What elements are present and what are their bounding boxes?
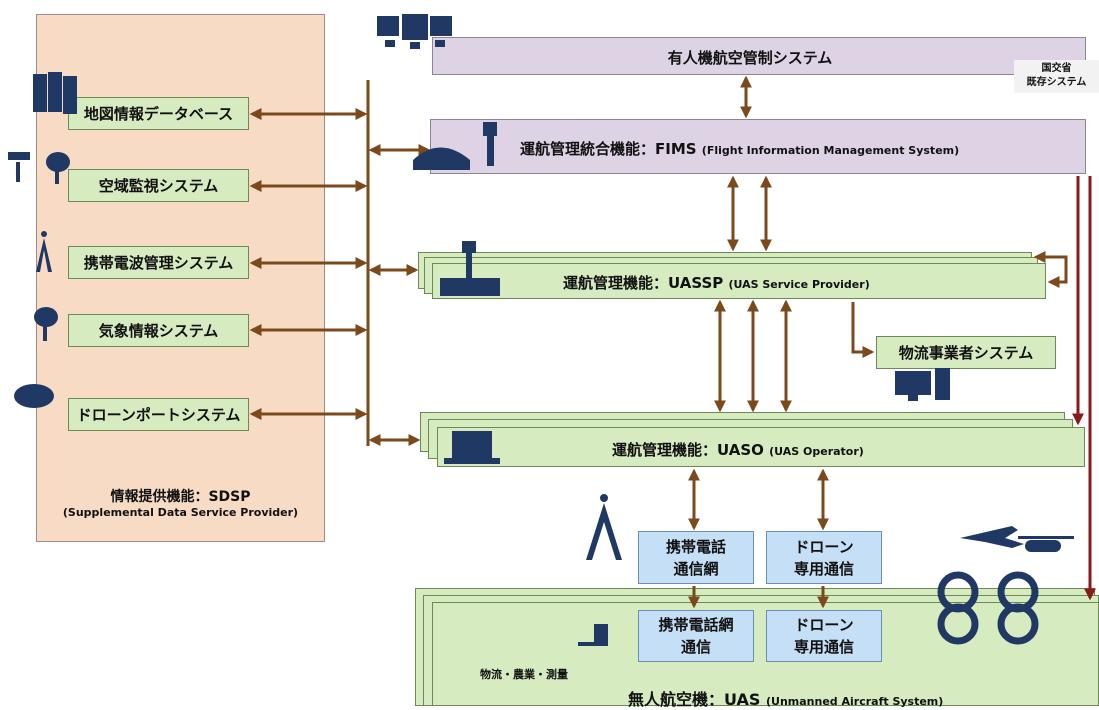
sdsp-subtitle: (Supplemental Data Service Provider) <box>62 506 299 519</box>
uas-label: 無人航空機：UAS (Unmanned Aircraft System) <box>628 686 943 710</box>
droneport-system-box[interactable]: ドローンポートシステム <box>68 398 249 431</box>
uaso-box[interactable] <box>437 427 1085 467</box>
cell-network-line2: 通信網 <box>673 559 719 578</box>
radio-management-box[interactable]: 携帯電波管理システム <box>68 246 249 279</box>
droneport-system-label: ドローンポートシステム <box>76 406 241 424</box>
uas-cell-line2: 通信 <box>680 638 711 656</box>
uaso-label: 運航管理機能：UASO (UAS Operator) <box>612 439 864 460</box>
fims-subtitle: (Flight Information Management System) <box>701 144 960 157</box>
map-database-box[interactable]: 地図情報データベース <box>68 97 249 130</box>
uas-cell-line1: 携帯電話網 <box>658 616 734 634</box>
logistics-system-box[interactable]: 物流事業者システム <box>876 336 1056 369</box>
uassp-box[interactable] <box>432 263 1046 299</box>
drone-comm-box[interactable]: ドローン 専用通信 <box>766 531 882 584</box>
airspace-monitoring-label: 空域監視システム <box>98 177 219 195</box>
uas-cell-comm-box[interactable]: 携帯電話網 通信 <box>638 610 754 662</box>
uassp-subtitle: (UAS Service Provider) <box>728 278 870 291</box>
drone-comm-line1: ドローン <box>794 537 854 556</box>
logistics-system-label: 物流事業者システム <box>898 344 1034 362</box>
cell-network-box[interactable]: 携帯電話 通信網 <box>638 531 754 584</box>
uas-drone-line1: ドローン <box>794 616 854 634</box>
weather-system-label: 気象情報システム <box>98 322 219 340</box>
cell-tower-icon <box>586 494 622 560</box>
mlit-line2: 既存システム <box>1026 77 1087 88</box>
uas-title: 無人航空機：UAS <box>628 690 761 709</box>
uas-uses-label: 物流・農業・測量 <box>480 668 568 681</box>
uassp-title: 運航管理機能：UASSP <box>563 274 724 292</box>
uas-drone-comm-box[interactable]: ドローン 専用通信 <box>766 610 882 662</box>
drone-comm-line2: 専用通信 <box>793 559 854 578</box>
sdsp-title: 情報提供機能：SDSP <box>110 489 251 505</box>
uaso-subtitle: (UAS Operator) <box>769 445 864 458</box>
radio-management-label: 携帯電波管理システム <box>83 254 234 272</box>
uaso-title: 運航管理機能：UASO <box>612 441 764 459</box>
uas-drone-line2: 専用通信 <box>793 638 854 656</box>
uas-box[interactable] <box>432 602 1099 706</box>
airspace-monitoring-box[interactable]: 空域監視システム <box>68 169 249 202</box>
helicopter-icon <box>1018 536 1074 552</box>
mlit-line1: 国交省 <box>1041 63 1072 74</box>
arrow-uassp-logistics <box>851 302 875 358</box>
fims-box[interactable] <box>430 119 1086 174</box>
map-database-label: 地図情報データベース <box>83 105 234 123</box>
camera-icon <box>8 152 30 182</box>
mlit-existing-note: 国交省 既存システム <box>1014 60 1099 93</box>
weather-system-box[interactable]: 気象情報システム <box>68 314 249 347</box>
computer-icon <box>895 368 950 401</box>
manned-control-box[interactable] <box>432 37 1086 75</box>
manned-control-label: 有人機航空管制システム <box>667 49 833 67</box>
cell-network-line1: 携帯電話 <box>665 537 726 556</box>
uassp-label: 運航管理機能：UASSP (UAS Service Provider) <box>563 272 870 293</box>
uas-subtitle: (Unmanned Aircraft System) <box>766 695 944 708</box>
fims-title: 運航管理統合機能：FIMS <box>520 140 697 158</box>
fims-label: 運航管理統合機能：FIMS (Flight Information Manage… <box>520 138 959 159</box>
airplane-icon <box>960 526 1024 548</box>
